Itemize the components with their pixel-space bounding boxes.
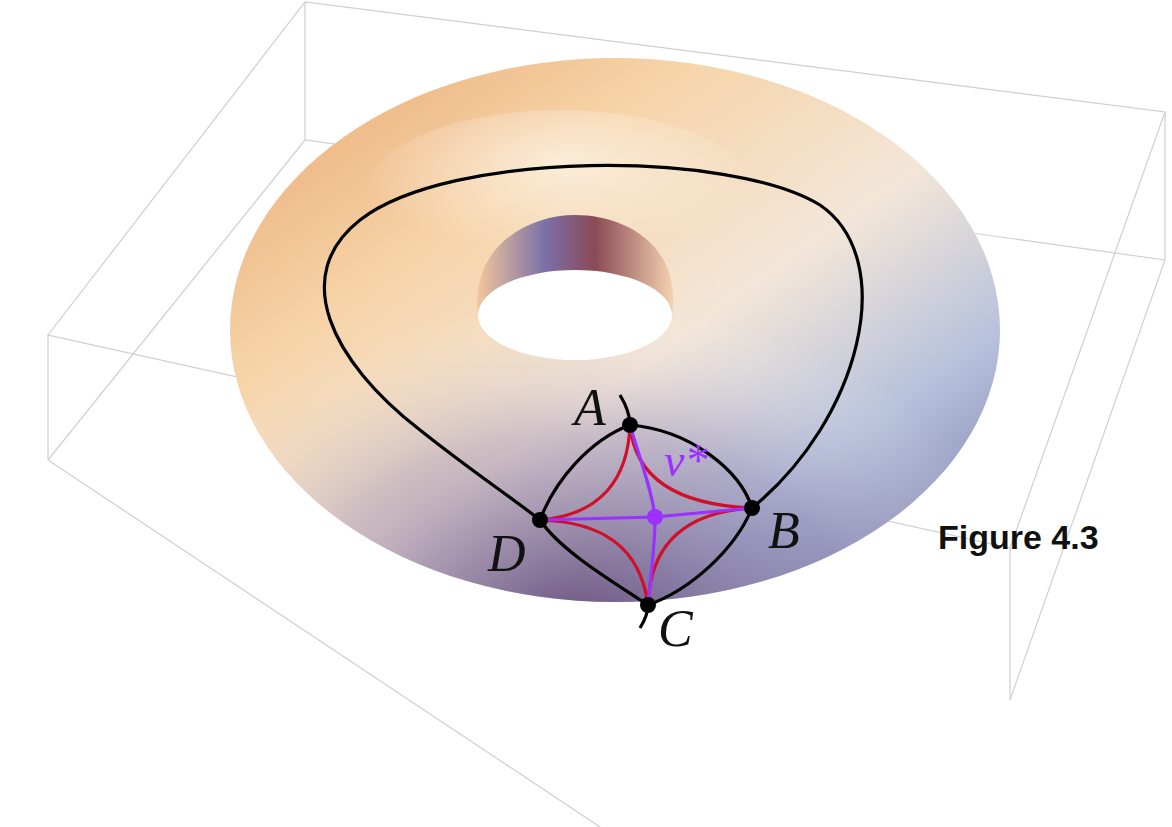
torus-hole xyxy=(483,286,667,358)
center-dot xyxy=(647,509,663,525)
vertex-label: B xyxy=(768,505,800,557)
vertex-dots xyxy=(532,417,760,613)
torus-shade xyxy=(230,58,1000,602)
torus-body xyxy=(230,58,1000,602)
black-curves xyxy=(324,165,862,628)
astroid-curve xyxy=(540,425,752,605)
bounding-box xyxy=(48,2,1165,827)
figure-caption: Figure 4.3 xyxy=(938,520,1099,554)
vertex-label: D xyxy=(488,528,526,580)
center-label: v* xyxy=(664,438,707,484)
vertex-label: C xyxy=(658,603,693,655)
vertex-label: A xyxy=(574,382,606,434)
purple-cross xyxy=(540,425,752,605)
